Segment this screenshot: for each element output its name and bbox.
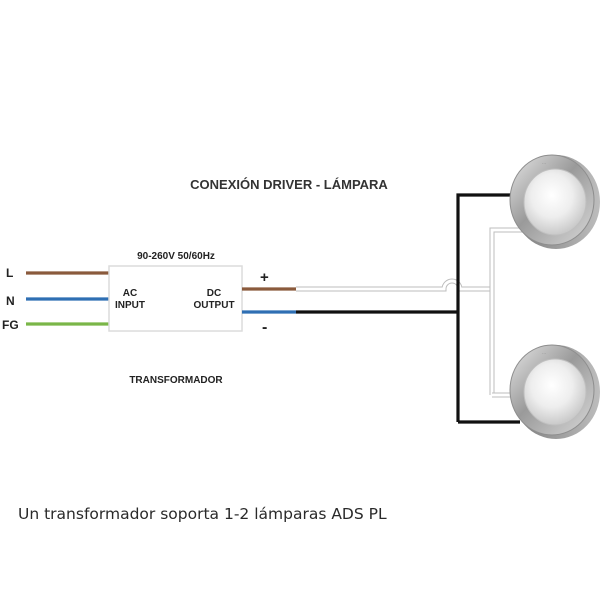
input-label-n: N <box>6 294 15 308</box>
input-label-fg: FG <box>2 318 19 332</box>
diagram-title: CONEXIÓN DRIVER - LÁMPARA <box>190 177 388 192</box>
svg-text:···: ··· <box>542 351 546 356</box>
driver-ac-line2: INPUT <box>115 300 145 311</box>
negative-wire <box>296 193 520 424</box>
driver-dc-line1: DC <box>207 288 221 299</box>
input-spec-label: 90-260V 50/60Hz <box>137 251 215 262</box>
driver-ac-line1: AC <box>123 288 137 299</box>
output-positive-label: + <box>260 269 269 286</box>
svg-text:···: ··· <box>542 161 546 166</box>
lamp-bottom: ··· <box>509 344 600 439</box>
driver-box <box>108 265 243 332</box>
output-negative-label: - <box>262 319 267 336</box>
lamp-top: ··· <box>509 154 600 249</box>
driver-dc-line2: OUTPUT <box>193 300 234 311</box>
caption-text: Un transformador soporta 1-2 lámparas AD… <box>18 505 387 523</box>
input-label-l: L <box>6 266 13 280</box>
transformer-label: TRANSFORMADOR <box>129 375 223 386</box>
